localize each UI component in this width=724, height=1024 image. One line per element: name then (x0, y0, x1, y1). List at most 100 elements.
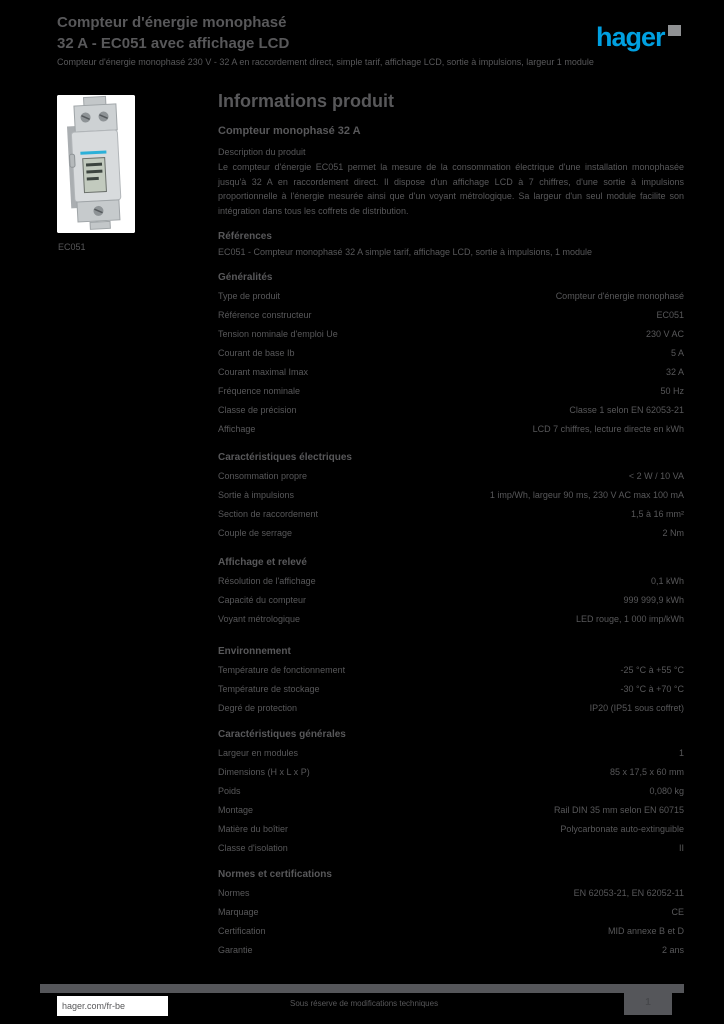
product-short-description: Compteur d'énergie monophasé 230 V - 32 … (57, 57, 594, 67)
spec-value: MID annexe B et D (607, 925, 684, 936)
section-title: Affichage et relevé (218, 557, 307, 569)
document-title-line1: Compteur d'énergie monophasé (57, 14, 287, 31)
spec-value: 1 imp/Wh, largeur 90 ms, 230 V AC max 10… (489, 489, 684, 500)
spec-row: Consommation propre < 2 W / 10 VA (218, 466, 684, 485)
spec-value: CE (671, 906, 684, 917)
spec-label: Voyant métrologique (218, 613, 301, 624)
spec-label: Classe d'isolation (218, 842, 288, 853)
spec-value: Compteur d'énergie monophasé (555, 290, 684, 301)
spec-label: Normes (218, 887, 250, 898)
spec-row: Type de produit Compteur d'énergie monoph… (218, 286, 684, 305)
footer-note: Sous réserve de modifications techniques (290, 999, 439, 1008)
spec-text: EC051 - Compteur monophasé 32 A simple t… (218, 247, 593, 258)
spec-row: Certification MID annexe B et D (218, 921, 684, 940)
section-title: Références (218, 231, 272, 243)
section-title: Caractéristiques électriques (218, 452, 352, 464)
spec-value: 2 Nm (662, 527, 684, 538)
spec-value: 0,1 kWh (650, 575, 684, 586)
page-title: Informations produit (218, 91, 394, 111)
spec-value: II (678, 842, 684, 853)
document-header: Compteur d'énergie monophasé 32 A - EC05… (57, 12, 617, 68)
spec-label: Courant maximal Imax (218, 366, 309, 377)
spec-row: Courant de base Ib 5 A (218, 343, 684, 362)
spec-label: Montage (218, 804, 254, 815)
spec-label: Capacité du compteur (218, 594, 307, 605)
spec-label: Type de produit (218, 290, 281, 301)
product-subheading: Compteur monophasé 32 A (218, 125, 361, 137)
document-title-line2: 32 A - EC051 avec affichage LCD (57, 35, 290, 52)
hager-logo-text: hager (596, 22, 666, 52)
section-title: Généralités (218, 272, 273, 284)
spec-row: Fréquence nominale 50 Hz (218, 381, 684, 400)
spec-value: 1,5 à 16 mm² (630, 508, 684, 519)
spec-label: Température de stockage (218, 683, 320, 694)
spec-row: Température de stockage -30 °C à +70 °C (218, 679, 684, 698)
spec-label: Fréquence nominale (218, 385, 301, 396)
energy-meter-illustration (57, 95, 135, 233)
spec-value: 32 A (665, 366, 684, 377)
spec-row: Montage Rail DIN 35 mm selon EN 60715 (218, 800, 684, 819)
spec-value: 0,080 kg (649, 785, 684, 796)
spec-value: LCD 7 chiffres, lecture directe en kWh (532, 423, 684, 434)
website-link-label[interactable]: hager.com/fr-be (62, 1001, 126, 1011)
spec-label: Résolution de l'affichage (218, 575, 316, 586)
spec-row: Couple de serrage 2 Nm (218, 523, 684, 542)
spec-value: 230 V AC (645, 328, 684, 339)
spec-label: Section de raccordement (218, 508, 319, 519)
page-number-box: 1 (624, 991, 672, 1015)
spec-label: Tension nominale d'emploi Ue (218, 328, 338, 339)
spec-label: Courant de base Ib (218, 347, 295, 358)
spec-label: Consommation propre (218, 470, 308, 481)
product-details: Informations produit Compteur monophasé … (218, 90, 684, 959)
spec-label: Affichage (218, 423, 256, 434)
spec-value: Rail DIN 35 mm selon EN 60715 (553, 804, 684, 815)
spec-value: Polycarbonate auto-extinguible (560, 823, 684, 834)
spec-row: Température de fonctionnement -25 °C à +5… (218, 660, 684, 679)
website-link[interactable]: hager.com/fr-be (57, 996, 168, 1016)
spec-value: LED rouge, 1 000 imp/kWh (575, 613, 684, 624)
spec-label: Couple de serrage (218, 527, 293, 538)
footer-divider (40, 984, 684, 993)
spec-label: Référence constructeur (218, 309, 312, 320)
spec-value: < 2 W / 10 VA (628, 470, 684, 481)
spec-label: Dimensions (H x L x P) (218, 766, 310, 777)
spec-label: Température de fonctionnement (218, 664, 346, 675)
spec-row: Classe de précision Classe 1 selon EN 620… (218, 400, 684, 419)
spec-value: 85 x 17,5 x 60 mm (609, 766, 684, 777)
spec-label: Largeur en modules (218, 747, 299, 758)
spec-value: 50 Hz (660, 385, 684, 396)
spec-row: Résolution de l'affichage 0,1 kWh (218, 571, 684, 590)
section-title: Environnement (218, 646, 291, 658)
spec-value: -25 °C à +55 °C (620, 664, 684, 675)
spec-value: 999 999,9 kWh (623, 594, 684, 605)
spec-value: 5 A (670, 347, 684, 358)
spec-value: Classe 1 selon EN 62053-21 (569, 404, 684, 415)
spec-row: Classe d'isolation II (218, 838, 684, 857)
spec-value: 2 ans (661, 944, 684, 955)
spec-row: Courant maximal Imax 32 A (218, 362, 684, 381)
spec-row: Capacité du compteur 999 999,9 kWh (218, 590, 684, 609)
product-paragraph: Le compteur d'énergie EC051 permet la me… (218, 162, 684, 216)
description-label: Description du produit (218, 147, 306, 157)
spec-row: Voyant métrologique LED rouge, 1 000 imp/… (218, 609, 684, 628)
spec-row: Section de raccordement 1,5 à 16 mm² (218, 504, 684, 523)
hager-logo: hager (596, 22, 681, 52)
section-title: Caractéristiques générales (218, 729, 346, 741)
spec-label: Classe de précision (218, 404, 297, 415)
spec-label: Certification (218, 925, 266, 936)
spec-value: -30 °C à +70 °C (620, 683, 684, 694)
